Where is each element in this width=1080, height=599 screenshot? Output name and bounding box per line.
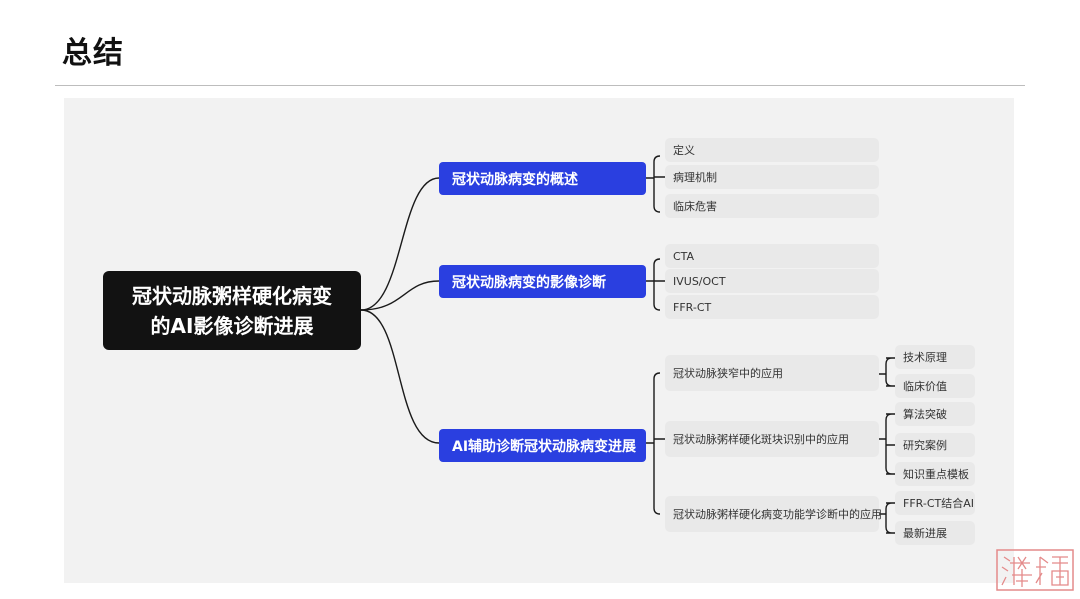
leaf-node-cta[interactable]: CTA (665, 244, 879, 268)
leaf-node-knowledge-template[interactable]: 知识重点模板 (895, 462, 975, 486)
root-node-line-1: 冠状动脉粥样硬化病变 (132, 283, 332, 308)
link-branch-3-bracket (646, 372, 665, 515)
leaf-node-definition[interactable]: 定义 (665, 138, 879, 162)
leaf-node-research-cases[interactable]: 研究案例 (895, 433, 975, 457)
leaf-node-stenosis[interactable]: 冠状动脉狭窄中的应用 (665, 355, 879, 391)
link-branch-2-bracket (646, 258, 665, 311)
mindmap-connectors (360, 155, 895, 534)
root-node-line-2: 的AI影像诊断进展 (150, 313, 314, 338)
page-title: 总结 (62, 36, 124, 71)
leaf-node-functional[interactable]: 冠状动脉粥样硬化病变功能学诊断中的应用 (665, 496, 882, 532)
leaf-node-technical-principle[interactable]: 技术原理 (895, 345, 975, 369)
link-sub-2-bracket (879, 413, 895, 475)
link-root-branch-3 (360, 309, 440, 444)
leaf-node-pathology[interactable]: 病理机制 (665, 165, 879, 189)
mindmap-canvas: 冠状动脉粥样硬化病变 的AI影像诊断进展 冠状动脉病变的概述 定义 病理机制 临… (64, 98, 1014, 583)
link-sub-1-bracket (879, 357, 895, 387)
leaf-node-algorithm-breakthrough[interactable]: 算法突破 (895, 402, 975, 426)
branch-node-overview[interactable]: 冠状动脉病变的概述 (439, 162, 646, 195)
branch-node-imaging[interactable]: 冠状动脉病变的影像诊断 (439, 265, 646, 298)
watermark-seal (996, 549, 1074, 591)
leaf-node-latest-progress[interactable]: 最新进展 (895, 521, 975, 545)
leaf-node-ffr-ct-ai[interactable]: FFR-CT结合AI (895, 491, 975, 515)
link-sub-3-bracket (879, 502, 895, 534)
leaf-node-clinical-value[interactable]: 临床价值 (895, 374, 975, 398)
leaf-node-ivus-oct[interactable]: IVUS/OCT (665, 269, 879, 293)
link-root-branch-2 (360, 280, 440, 311)
link-branch-1-bracket (646, 155, 665, 213)
leaf-node-clinical-harm[interactable]: 临床危害 (665, 194, 879, 218)
leaf-node-ffr-ct[interactable]: FFR-CT (665, 295, 879, 319)
branch-node-ai-progress[interactable]: AI辅助诊断冠状动脉病变进展 (439, 429, 646, 462)
title-divider (55, 85, 1025, 86)
leaf-node-plaque[interactable]: 冠状动脉粥样硬化斑块识别中的应用 (665, 421, 879, 457)
root-node[interactable]: 冠状动脉粥样硬化病变 的AI影像诊断进展 (103, 271, 361, 350)
link-root-branch-1 (360, 177, 440, 311)
